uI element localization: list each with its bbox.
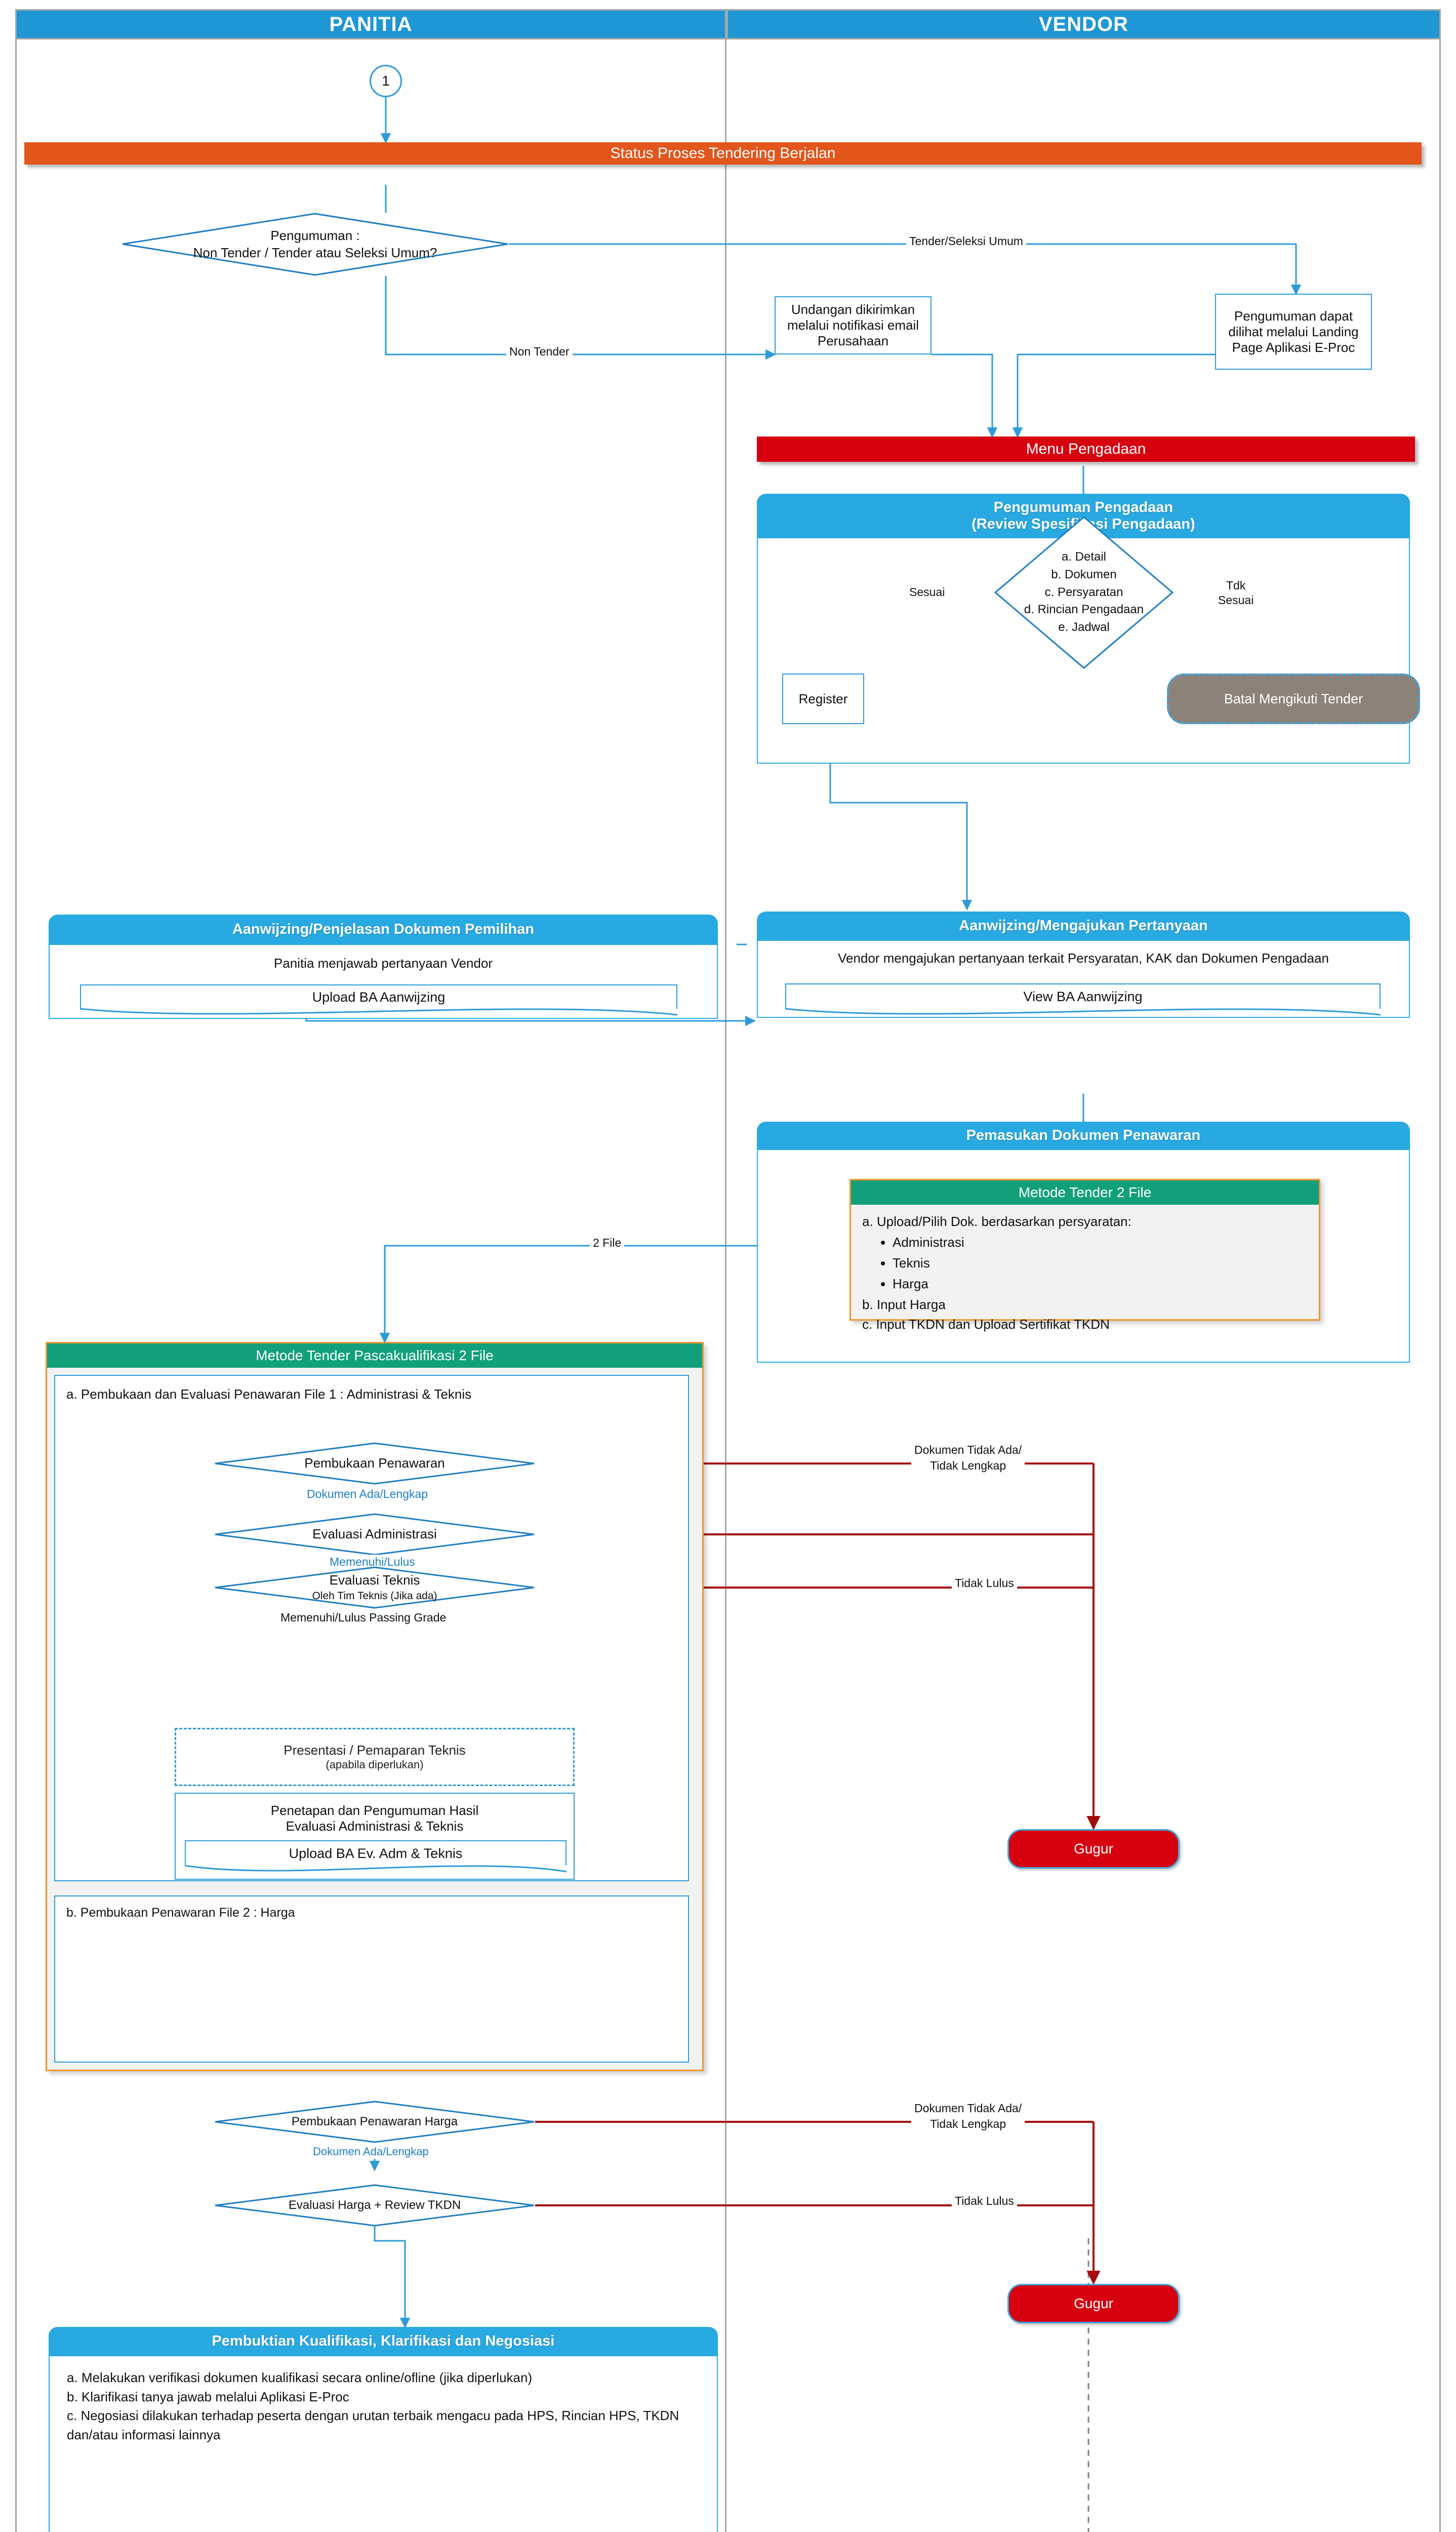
metode-pascakualifikasi-container: Metode Tender Pascakualifikasi 2 File a.… xyxy=(46,1342,704,2071)
edge-label-tidak-lulus-1: Tidak Lulus xyxy=(952,1576,1017,1591)
edge-label-memenuhi-lulus: Memenuhi/Lulus xyxy=(327,1555,418,1569)
upload-ba-ev-adm-teknis-button[interactable]: Upload BA Ev. Adm & Teknis xyxy=(185,1840,567,1873)
register-box: Register xyxy=(782,674,864,724)
status-bar: Status Proses Tendering Berjalan xyxy=(24,142,1422,165)
undangan-notifikasi-box: Undangan dikirimkan melalui notifikasi e… xyxy=(775,296,932,354)
metode-2file-bullet-administrasi: Administrasi xyxy=(893,1233,1310,1252)
edge-label-memenuhi-lulus-passing-grade: Memenuhi/Lulus Passing Grade xyxy=(277,1610,450,1625)
decision-review-spesifikasi: a. Detail b. Dokumen c. Persyaratan d. R… xyxy=(994,516,1174,669)
edge-label-sesuai: Sesuai xyxy=(906,585,948,600)
presentasi-pemaparan-teknis-box: Presentasi / Pemaparan Teknis (apabila d… xyxy=(175,1728,575,1786)
menu-pengadaan-bar: Menu Pengadaan xyxy=(757,437,1415,462)
upload-ba-aanwijzing-button[interactable]: Upload BA Aanwijzing xyxy=(80,984,677,1016)
pembuktian-item-b: b. Klarifikasi tanya jawab melalui Aplik… xyxy=(67,2389,349,2404)
decision-pembukaan-penawaran-harga: Pembukaan Penawaran Harga xyxy=(214,2101,535,2143)
decision-evaluasi-harga-tkdn: Evaluasi Harga + Review TKDN xyxy=(214,2184,535,2227)
edge-label-dokumen-tidak-ada-1: Dokumen Tidak Ada/ Tidak Lengkap xyxy=(911,1442,1025,1474)
edge-label-non-tender: Non Tender xyxy=(506,344,573,359)
file1-title: a. Pembukaan dan Evaluasi Penawaran File… xyxy=(66,1387,472,1402)
decision-evaluasi-teknis: Evaluasi Teknis Oleh Tim Teknis (Jika ad… xyxy=(214,1566,535,1609)
edge-label-dokumen-ada-lengkap-1: Dokumen Ada/Lengkap xyxy=(304,1487,431,1501)
panel-aanwijzing-vendor-title: Aanwijzing/Mengajukan Pertanyaan xyxy=(757,912,1410,941)
penetapan-hasil-evaluasi-box: Penetapan dan Pengumuman Hasil Evaluasi … xyxy=(175,1793,575,1880)
file2-title: b. Pembukaan Penawaran File 2 : Harga xyxy=(66,1906,295,1920)
view-ba-aanwijzing-button[interactable]: View BA Aanwijzing xyxy=(785,983,1381,1016)
panel-pembuktian-kualifikasi: Pembuktian Kualifikasi, Klarifikasi dan … xyxy=(49,2327,718,2532)
panel-aanwijzing-vendor: Aanwijzing/Mengajukan Pertanyaan Vendor … xyxy=(757,912,1410,1018)
gugur-node-2: Gugur xyxy=(1007,2284,1180,2323)
decision-evaluasi-administrasi: Evaluasi Administrasi xyxy=(214,1513,535,1556)
pembuktian-item-a: a. Melakukan verifikasi dokumen kualifik… xyxy=(67,2370,533,2385)
edge-label-tidak-lulus-2: Tidak Lulus xyxy=(952,2194,1017,2208)
metode-pascakualifikasi-header: Metode Tender Pascakualifikasi 2 File xyxy=(47,1343,702,1368)
pembuktian-item-c: c. Negosiasi dilakukan terhadap peserta … xyxy=(67,2408,679,2443)
edge-label-dokumen-tidak-ada-2: Dokumen Tidak Ada/ Tidak Lengkap xyxy=(911,2101,1025,2132)
panel-aanwijzing-panitia: Aanwijzing/Penjelasan Dokumen Pemilihan … xyxy=(49,915,718,1019)
panel-pembuktian-title: Pembuktian Kualifikasi, Klarifikasi dan … xyxy=(49,2327,718,2356)
metode-tender-2file-container: Metode Tender 2 File a. Upload/Pilih Dok… xyxy=(850,1179,1320,1332)
metode-2file-item-b: b. Input Harga xyxy=(862,1297,946,1312)
metode-2file-item-c: c. Input TKDN dan Upload Sertifikat TKDN xyxy=(862,1317,1110,1332)
edge-label-tender-seleksi-umum: Tender/Seleksi Umum xyxy=(906,234,1026,249)
decision-pembukaan-penawaran: Pembukaan Penawaran xyxy=(214,1442,535,1485)
metode-tender-2file-header: Metode Tender 2 File xyxy=(851,1180,1319,1205)
panel-aanwijzing-panitia-title: Aanwijzing/Penjelasan Dokumen Pemilihan xyxy=(49,915,718,945)
lane-header-panitia: PANITIA xyxy=(15,9,726,39)
panel-aanwijzing-panitia-body: Panitia menjawab pertanyaan Vendor xyxy=(273,956,493,971)
metode-2file-item-a: a. Upload/Pilih Dok. berdasarkan persyar… xyxy=(862,1214,1131,1229)
decision-pengumuman: Pengumuman : Non Tender / Tender atau Se… xyxy=(122,213,509,276)
edge-label-2-file: 2 File xyxy=(590,1236,625,1250)
start-circle: 1 xyxy=(370,65,402,97)
landing-page-box: Pengumuman dapat dilihat melalui Landing… xyxy=(1215,294,1372,370)
gugur-node-1: Gugur xyxy=(1007,1829,1180,1869)
panel-pemasukan-title: Pemasukan Dokumen Penawaran xyxy=(757,1122,1410,1150)
edge-label-tidak-sesuai: Tdk Sesuai xyxy=(1215,578,1257,608)
aanwijzing-vendor-body: Vendor mengajukan pertanyaan terkait Per… xyxy=(838,951,1329,966)
edge-label-dokumen-ada-lengkap-2: Dokumen Ada/Lengkap xyxy=(310,2145,432,2159)
metode-2file-bullet-teknis: Teknis xyxy=(893,1253,1310,1273)
batal-mengikuti-tender-node: Batal Mengikuti Tender xyxy=(1167,674,1420,724)
lane-header-vendor: VENDOR xyxy=(726,9,1441,39)
metode-2file-bullet-harga: Harga xyxy=(893,1274,1310,1294)
